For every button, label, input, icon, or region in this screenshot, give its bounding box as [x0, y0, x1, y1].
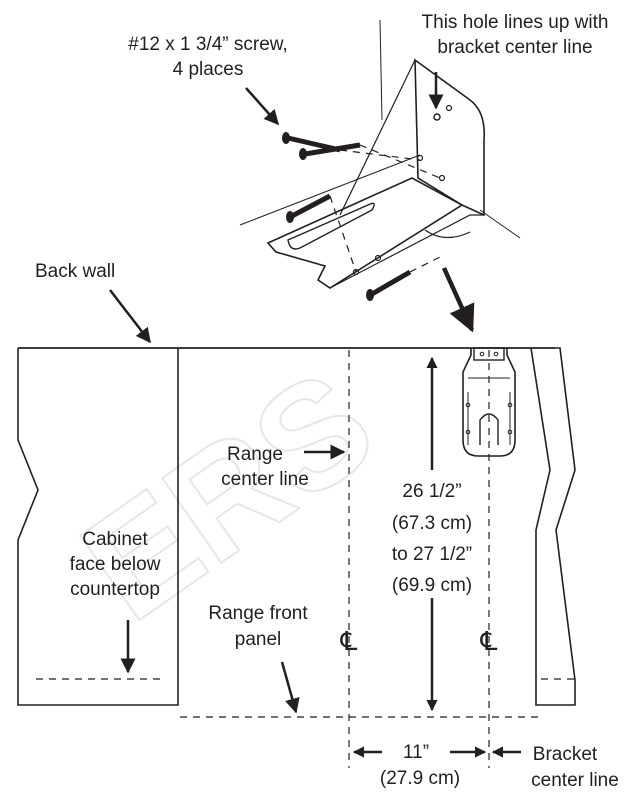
center-hole — [433, 113, 441, 121]
labels: This hole lines up with bracket center l… — [35, 12, 619, 791]
base-hole-1 — [352, 268, 360, 276]
screw-label-line2: 4 places — [173, 59, 244, 80]
base-hole-2 — [374, 254, 382, 262]
range-center-label-line2: center line — [221, 469, 309, 490]
left-cabinet — [17, 348, 179, 706]
height-label-line1: 26 1/2” — [402, 481, 461, 502]
screw-4 — [366, 255, 443, 301]
back-wall-label: Back wall — [35, 261, 115, 282]
bracket-plan-view — [462, 347, 516, 457]
bracket-centerline-symbol: ℄ — [480, 626, 498, 656]
range-center-label-line1: Range — [227, 444, 283, 465]
plate-hole-left — [416, 154, 424, 162]
right-cabinet — [530, 347, 576, 706]
upper-hole — [445, 104, 453, 112]
screw-arrow — [245, 87, 279, 126]
bracket-base-plate — [266, 177, 464, 289]
plan-view — [17, 289, 578, 768]
range-front-label-line2: panel — [235, 629, 282, 650]
width-label-line2: (27.9 cm) — [380, 768, 460, 789]
floor-wall-edge-left — [239, 154, 421, 226]
cabinet-label-line2: face below — [70, 554, 161, 575]
bracket-side-gusset — [339, 59, 416, 216]
height-label-line3: to 27 1/2” — [392, 544, 472, 565]
bracket-placement-arrow — [441, 267, 475, 333]
hole-note-line1: This hole lines up with — [422, 12, 609, 33]
range-front-label-line1: Range front — [208, 603, 308, 624]
cabinet-label-line1: Cabinet — [82, 529, 148, 550]
height-label-backdrop — [382, 470, 482, 598]
floor-wall-edge-right — [479, 209, 521, 239]
bracket-isometric-view — [239, 19, 521, 333]
screw-2 — [299, 142, 441, 179]
range-front-arrow — [280, 661, 300, 714]
cabinet-label-line3: countertop — [70, 579, 160, 600]
bracket-slot — [287, 202, 375, 250]
height-label-line4: (69.9 cm) — [392, 575, 472, 596]
bracket-vertical-plate — [414, 58, 486, 217]
plate-hole-right — [438, 174, 446, 182]
screw-label-line1: #12 x 1 3/4” screw, — [128, 34, 287, 55]
bracket-front-lip — [329, 214, 484, 289]
wall-corner-line — [379, 19, 383, 121]
range-centerline-symbol: ℄ — [340, 626, 358, 656]
bracket-center-label-line1: Bracket — [533, 744, 598, 765]
bracket-foot-curve — [424, 229, 471, 239]
screw-3 — [286, 193, 357, 273]
width-label-line1: 11” — [403, 742, 429, 763]
height-label-line2: (67.3 cm) — [392, 513, 472, 534]
back-wall-arrow — [109, 289, 151, 344]
bracket-center-label-line2: center line — [531, 770, 619, 791]
hole-note-line2: bracket center line — [437, 37, 592, 58]
